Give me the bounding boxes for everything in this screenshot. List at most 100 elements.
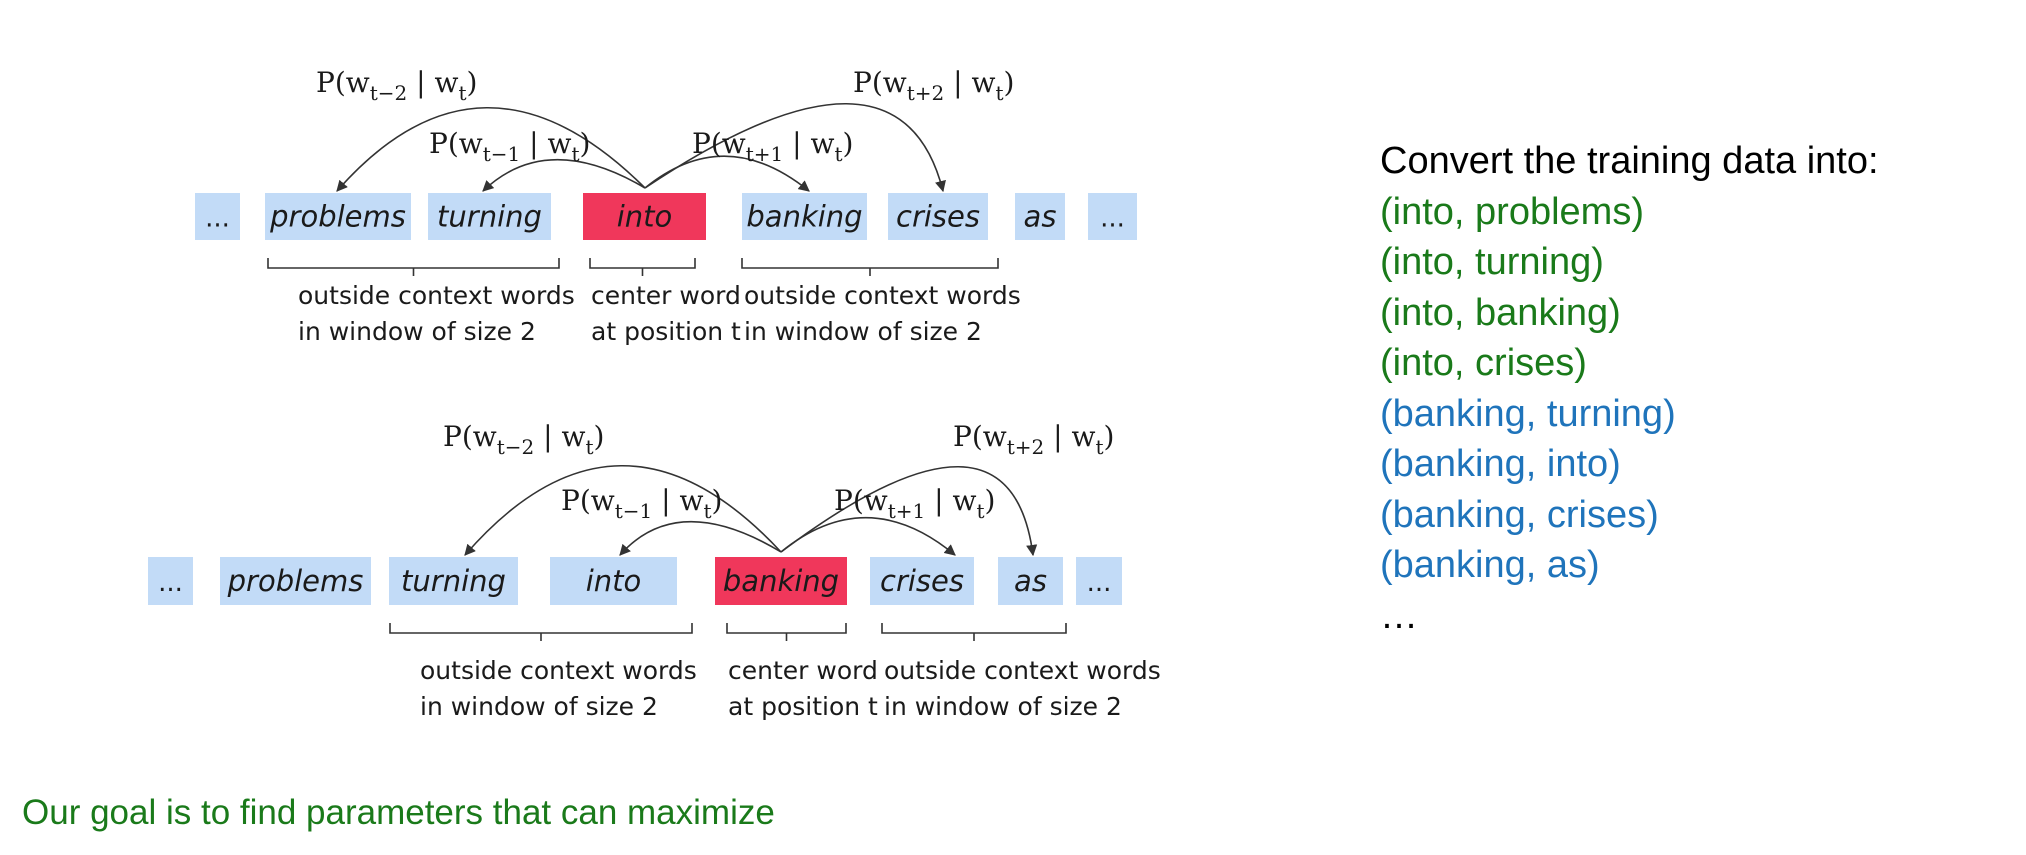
training-pair-into: (into, problems) xyxy=(1380,190,1644,233)
prob-given: | w xyxy=(783,127,834,160)
bracket xyxy=(389,623,693,641)
word-label: crises xyxy=(880,564,964,598)
pair-list: (into, problems)(into, turning)(into, ba… xyxy=(1380,187,1879,591)
conditional-probability-label: P(wt+2 | wt) xyxy=(953,420,1114,459)
center-subscript: t xyxy=(995,81,1003,105)
center-word-box xyxy=(715,557,847,605)
prob-prefix: P(w xyxy=(853,66,907,99)
conditional-probability-label: P(wt−2 | wt) xyxy=(316,66,477,105)
word-box xyxy=(428,193,551,240)
word-label: turning xyxy=(437,200,542,234)
conditional-probability-label: P(wt−1 | wt) xyxy=(561,484,722,523)
word-label: into xyxy=(586,564,642,598)
word-box xyxy=(888,193,988,240)
training-pair-banking: (banking, into) xyxy=(1380,443,1621,485)
word-label: ... xyxy=(1087,568,1112,598)
prob-given: | w xyxy=(944,66,995,99)
center-subscript: t xyxy=(585,435,593,459)
continuation-ellipsis: … xyxy=(1380,594,1418,637)
bracket xyxy=(267,258,560,276)
ellipsis-box xyxy=(148,557,193,605)
bracket-caption: outside context words xyxy=(884,656,1161,685)
dependency-arc xyxy=(644,155,810,192)
prob-given: | w xyxy=(925,484,976,517)
center-word-box xyxy=(583,193,706,240)
prob-suffix: ) xyxy=(1104,420,1115,453)
ellipsis-box xyxy=(195,193,240,240)
training-pair-banking: (banking, crises) xyxy=(1380,493,1659,536)
center-subscript: t xyxy=(703,499,711,523)
ellipsis-box xyxy=(1088,193,1137,240)
bracket-caption: outside context words xyxy=(420,656,697,685)
word-label: ... xyxy=(158,568,183,598)
word-box xyxy=(1015,193,1065,240)
prob-suffix: ) xyxy=(1004,66,1015,99)
context-offset-subscript: t−2 xyxy=(497,435,535,459)
bracket-caption: outside context words xyxy=(744,281,1021,310)
word-label: ... xyxy=(1100,204,1125,234)
word-box xyxy=(870,557,974,605)
context-offset-subscript: t−2 xyxy=(370,81,408,105)
center-subscript: t xyxy=(1095,435,1103,459)
training-pairs-panel: Convert the training data into: (into, p… xyxy=(1380,136,1879,641)
prob-prefix: P(w xyxy=(692,127,746,160)
conditional-probability-label: P(wt−2 | wt) xyxy=(443,420,604,459)
bracket-caption: in window of size 2 xyxy=(298,317,536,346)
bracket xyxy=(881,623,1067,641)
center-word-label: into xyxy=(617,200,673,234)
prob-given: | w xyxy=(652,484,703,517)
center-subscript: t xyxy=(458,81,466,105)
bracket-caption: center word xyxy=(728,656,878,685)
bracket xyxy=(726,623,847,641)
word-label: problems xyxy=(227,564,364,598)
conditional-probability-label: P(wt+1 | wt) xyxy=(692,127,853,166)
prob-prefix: P(w xyxy=(561,484,615,517)
word-label: as xyxy=(1024,200,1057,234)
word-label: turning xyxy=(401,564,506,598)
prob-suffix: ) xyxy=(580,127,591,160)
bracket-caption: in window of size 2 xyxy=(420,692,658,721)
context-offset-subscript: t+2 xyxy=(907,81,945,105)
dependency-arc xyxy=(780,465,1038,557)
bracket-caption: at position t xyxy=(591,317,741,346)
word-label: ... xyxy=(205,204,230,234)
dependency-arc xyxy=(482,158,646,192)
prob-prefix: P(w xyxy=(834,484,888,517)
word-box xyxy=(389,557,518,605)
bracket xyxy=(589,258,696,276)
training-pair-banking: (banking, as) xyxy=(1380,544,1600,586)
conditional-probability-label: P(wt+2 | wt) xyxy=(853,66,1014,105)
goal-text: Our goal is to find parameters that can … xyxy=(22,793,775,832)
conditional-probability-label: P(wt−1 | wt) xyxy=(429,127,590,166)
prob-suffix: ) xyxy=(843,127,854,160)
prob-suffix: ) xyxy=(467,66,478,99)
training-pair-into: (into, crises) xyxy=(1380,342,1587,384)
word-box xyxy=(220,557,371,605)
bracket-caption: at position t xyxy=(728,692,878,721)
ellipsis-box xyxy=(1076,557,1122,605)
word-label: banking xyxy=(746,200,862,234)
prob-suffix: ) xyxy=(594,420,605,453)
prob-suffix: ) xyxy=(985,484,996,517)
training-pair-into: (into, turning) xyxy=(1380,241,1604,283)
center-subscript: t xyxy=(571,142,579,166)
dependency-arc xyxy=(619,520,782,556)
conditional-probability-label: P(wt+1 | wt) xyxy=(834,484,995,523)
word-box xyxy=(550,557,677,605)
word-label: as xyxy=(1014,564,1047,598)
prob-suffix: ) xyxy=(712,484,723,517)
bracket-caption: center word xyxy=(591,281,741,310)
word-box xyxy=(742,193,867,240)
bracket xyxy=(741,258,999,276)
bracket-caption: in window of size 2 xyxy=(884,692,1122,721)
bracket-caption: in window of size 2 xyxy=(744,317,982,346)
context-offset-subscript: t+2 xyxy=(1007,435,1045,459)
prob-prefix: P(w xyxy=(316,66,370,99)
word-label: problems xyxy=(269,200,406,234)
context-offset-subscript: t+1 xyxy=(746,142,784,166)
prob-prefix: P(w xyxy=(443,420,497,453)
prob-given: | w xyxy=(1044,420,1095,453)
